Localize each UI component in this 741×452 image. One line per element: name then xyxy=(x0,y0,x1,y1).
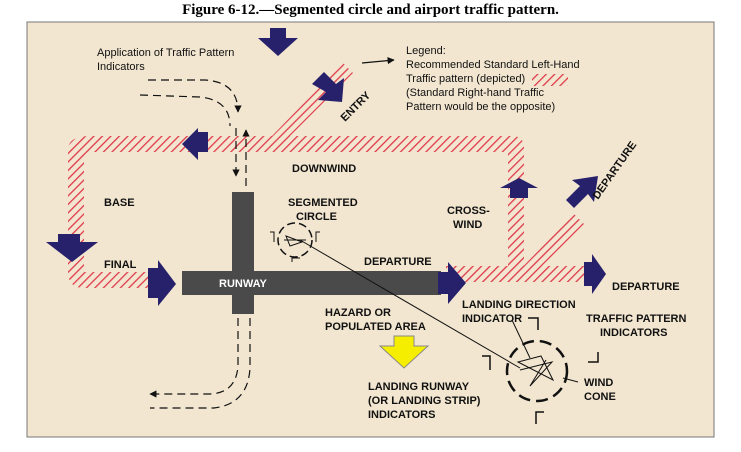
arrow-crosswind xyxy=(500,178,538,198)
figure-title: Figure 6-12.—Segmented circle and airpor… xyxy=(182,2,559,18)
traffic-pattern-indicator-paths xyxy=(139,57,395,409)
departure-runway-label: DEPARTURE xyxy=(364,256,432,268)
runway xyxy=(182,192,441,314)
segmented-circle-large xyxy=(482,317,599,424)
segmented-circle-small xyxy=(270,222,320,262)
legend-title: Legend: xyxy=(406,45,446,57)
runway-label: RUNWAY xyxy=(219,278,268,290)
landing-runway-label-line2: (OR LANDING STRIP) xyxy=(368,395,481,407)
legend-line3: (Standard Right-hand Traffic xyxy=(406,87,544,99)
landing-runway-indicator-bottom xyxy=(535,411,544,424)
segmented-circle-label-line1: SEGMENTED xyxy=(288,197,358,209)
application-label-line2: Indicators xyxy=(97,61,145,73)
wind-cone-label-line2: CONE xyxy=(584,391,616,403)
landing-direction-label-line2: INDICATOR xyxy=(462,313,522,325)
arrow-entry xyxy=(312,72,344,102)
segmented-circle-label-line2: CIRCLE xyxy=(296,211,337,223)
arrow-departure-diag xyxy=(566,176,598,208)
landing-direction-leader-line xyxy=(511,319,531,359)
traffic-indicators-label-line2: INDICATORS xyxy=(600,327,667,339)
final-label: FINAL xyxy=(104,259,137,271)
application-label-line1: Application of Traffic Pattern xyxy=(97,47,234,59)
arrow-departure-right xyxy=(584,254,606,294)
legend-line1: Recommended Standard Left-Hand xyxy=(406,59,580,71)
landing-runway-label-line1: LANDING RUNWAY xyxy=(368,381,470,393)
arrow-final xyxy=(148,260,176,306)
traffic-pattern-indicator-right xyxy=(588,352,599,363)
legend-line4: Pattern would be the opposite) xyxy=(406,101,555,113)
downwind-label: DOWNWIND xyxy=(292,163,356,175)
hazard-label-line2: POPULATED AREA xyxy=(325,321,426,333)
arrow-top-down xyxy=(258,28,298,56)
crosswind-label-line1: CROSS- xyxy=(447,205,490,217)
arrow-departure-runway xyxy=(438,262,466,304)
departure-right-label: DEPARTURE xyxy=(612,281,680,293)
landing-runway-indicator-left xyxy=(482,355,491,370)
crosswind-label-line2: WIND xyxy=(453,219,482,231)
hazard-arrow xyxy=(378,335,430,369)
landing-direction-label-line1: LANDING DIRECTION xyxy=(462,299,576,311)
traffic-indicators-label-line1: TRAFFIC PATTERN xyxy=(586,313,686,325)
legend-line2: Traffic pattern (depicted) xyxy=(406,73,525,85)
legend-swatch xyxy=(532,74,568,86)
diagram-background xyxy=(26,21,715,438)
traffic-pattern-indicator-top xyxy=(528,317,539,330)
arrow-base xyxy=(46,234,98,262)
arrow-downwind xyxy=(182,128,208,160)
base-label: BASE xyxy=(104,197,135,209)
landing-runway-label-line3: INDICATORS xyxy=(368,409,435,421)
segmented-circle-leader-line xyxy=(299,239,521,369)
wind-cone-label-line1: WIND xyxy=(584,377,613,389)
hazard-label-line1: HAZARD OR xyxy=(325,307,391,319)
